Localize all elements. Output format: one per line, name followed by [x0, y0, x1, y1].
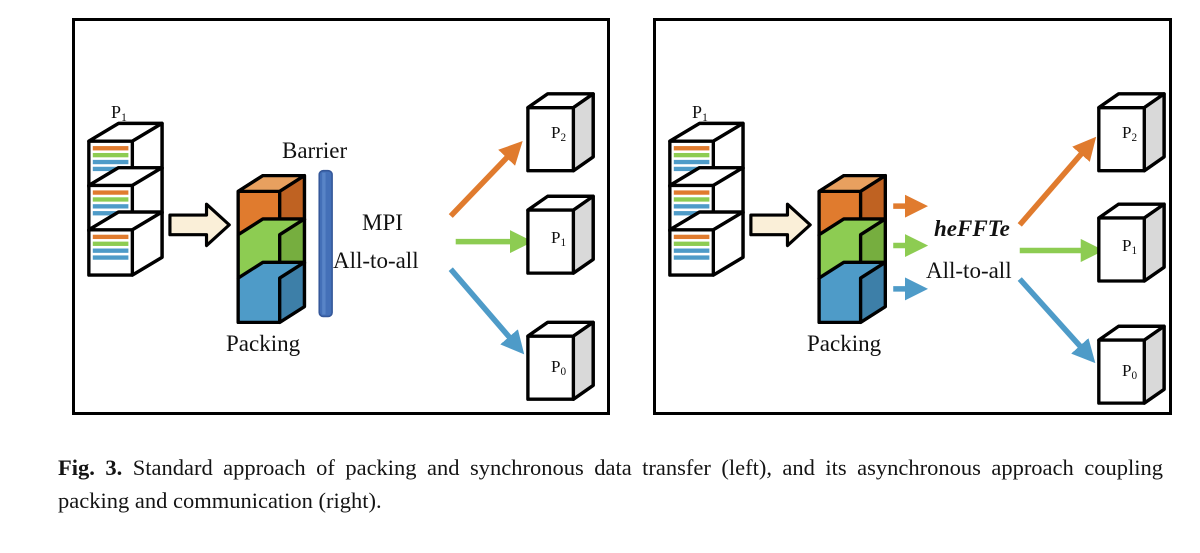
- stripe-green: [673, 152, 710, 158]
- transform-block-arrow: [168, 202, 231, 248]
- caption-text: Standard approach of packing and synchro…: [58, 455, 1164, 513]
- packing-segment-blue: [817, 260, 887, 325]
- arrow-to-p2: [448, 141, 523, 218]
- stripe-blue: [92, 159, 129, 165]
- target-label-p0: P0: [1122, 361, 1138, 383]
- stripe-blue-2: [92, 166, 129, 172]
- arrow-to-p2: [1017, 136, 1097, 227]
- source-label-p1: P1: [111, 102, 127, 125]
- packing-label: Packing: [226, 331, 301, 356]
- right-panel-graphics: [668, 92, 1166, 405]
- target-box-p0: [1097, 324, 1166, 405]
- packing-box: [817, 173, 887, 325]
- stripe-green: [92, 152, 129, 158]
- target-box-p0: [526, 320, 595, 401]
- target-label-p1: P1: [551, 228, 567, 250]
- target-label-p2: P2: [551, 123, 567, 145]
- target-box-p1: [526, 194, 595, 275]
- source-label-p1: P1: [692, 102, 708, 125]
- panel-standard-synchronous: P1 Packing Barrier MPI All-to-all P2 P1 …: [72, 18, 610, 415]
- arrow-to-p0: [1017, 277, 1096, 364]
- operation-line2: All-to-all: [333, 248, 419, 273]
- operation-line2: All-to-all: [926, 258, 1012, 283]
- barrier-bar: [318, 169, 333, 318]
- target-label-p2: P2: [1122, 123, 1138, 145]
- packing-segment-blue: [236, 260, 307, 325]
- stripe-orange: [673, 146, 710, 151]
- source-striped-box: [87, 121, 164, 277]
- packing-label: Packing: [807, 331, 882, 356]
- communication-arrows: [448, 141, 534, 355]
- target-box-p1: [1097, 202, 1166, 283]
- source-striped-box: [668, 121, 745, 277]
- source-slab-3: [87, 210, 164, 277]
- target-box-p2: [1097, 92, 1166, 173]
- caption-tag: Fig. 3.: [58, 455, 123, 480]
- transform-block-arrow: [749, 202, 812, 248]
- panel-asynchronous-coupled: P1 Packing heFFTe All-to-all P2 P1 P0: [653, 18, 1172, 415]
- barrier-label: Barrier: [282, 138, 348, 163]
- packing-stub-arrows: [893, 194, 929, 301]
- target-box-p2: [526, 92, 595, 173]
- communication-arrows: [1017, 136, 1104, 364]
- operation-line1: MPI: [362, 210, 403, 235]
- source-slab-3: [668, 210, 745, 277]
- left-panel-graphics: [87, 92, 595, 401]
- stripe-orange: [92, 146, 129, 151]
- target-label-p1: P1: [1122, 236, 1138, 258]
- packing-box: [236, 173, 307, 325]
- stripe-blue: [673, 159, 710, 165]
- target-label-p0: P0: [551, 357, 567, 379]
- operation-line1: heFFTe: [934, 216, 1010, 241]
- arrow-to-p0: [448, 267, 525, 355]
- stripe-blue-2: [673, 166, 710, 172]
- figure-caption: Fig. 3. Standard approach of packing and…: [58, 452, 1163, 517]
